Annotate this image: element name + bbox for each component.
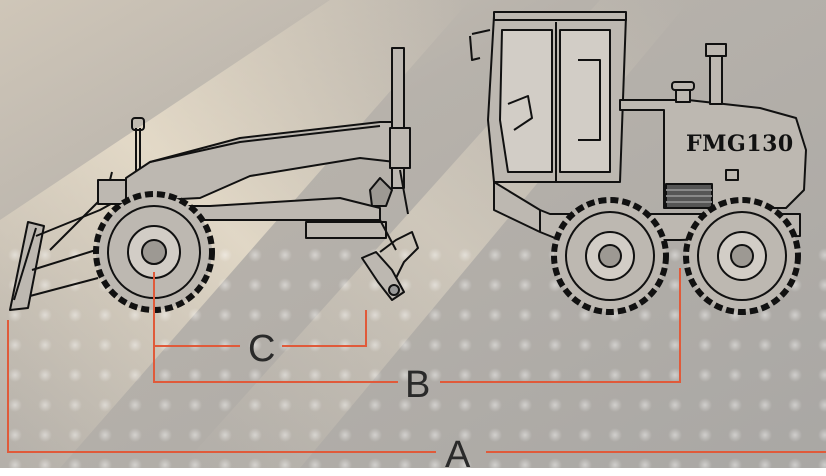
engine-hood	[619, 99, 807, 209]
moldboard-circle	[369, 177, 393, 207]
rear-wheel-1	[551, 197, 669, 315]
dimension-label-a: A	[445, 434, 471, 476]
dimension-A-line	[7, 320, 436, 453]
dimension-label-c: C	[248, 328, 276, 370]
rear-wheel-2	[683, 197, 801, 315]
exhaust-pipe	[709, 55, 723, 105]
dimension-B-line	[153, 346, 398, 383]
dimension-label-b: B	[405, 364, 431, 406]
mirror	[469, 29, 491, 61]
dimension-lines	[7, 268, 826, 453]
front-axle-frame	[97, 179, 127, 205]
model-label: FMG130	[686, 131, 794, 157]
cab-window-front	[499, 29, 553, 173]
cab-window-side	[559, 29, 611, 173]
